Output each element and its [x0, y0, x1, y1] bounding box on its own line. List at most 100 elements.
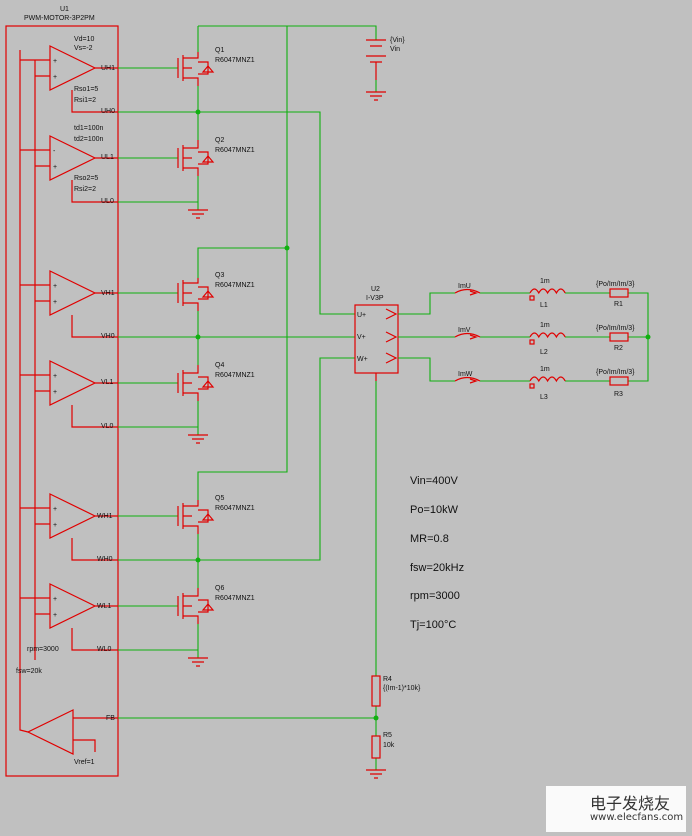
mosfet-q2 [177, 140, 215, 176]
phase-wires [375, 292, 649, 770]
svg-text:R1: R1 [614, 301, 623, 308]
pin-uh0: UH0 [101, 108, 115, 115]
watermark-text: 电子发烧友 [590, 794, 671, 813]
svg-text:Po=10kW: Po=10kW [410, 504, 459, 516]
pin-wl0: WL0 [97, 646, 112, 653]
svg-text:+: + [53, 58, 57, 65]
svg-text:+: + [53, 74, 57, 81]
dc-bus-wires [197, 25, 377, 658]
controller-param: Rsi2=2 [74, 186, 96, 193]
svg-text:fsw=20kHz: fsw=20kHz [410, 562, 464, 574]
controller-fsw: fsw=20k [16, 668, 42, 675]
u2-ref: U2 [371, 286, 380, 293]
svg-text:1m: 1m [540, 366, 550, 373]
opamp-input-leads [19, 50, 96, 752]
ground-icon [366, 91, 386, 101]
mosfet-q3 [177, 278, 215, 311]
svg-text:Q5: Q5 [215, 495, 224, 502]
u2-pin: V+ [357, 334, 366, 341]
divider-resistors[interactable] [366, 675, 386, 779]
pin-ul0: UL0 [101, 198, 114, 205]
controller-rpm: rpm=3000 [27, 646, 59, 653]
junction-dot [195, 557, 201, 563]
svg-text:+: + [53, 283, 57, 290]
mosfet-q6 [177, 588, 215, 624]
svg-text:Q4: Q4 [215, 362, 224, 369]
ground-icon [188, 209, 208, 667]
r5-ref: R5 [383, 732, 392, 739]
load-resistor-labels: {Po/Im/Im/3} R1 {Po/Im/Im/3} R2 {Po/Im/I… [596, 281, 635, 398]
svg-text:Vin=400V: Vin=400V [410, 475, 458, 487]
svg-text:L1: L1 [540, 302, 548, 309]
probe-label: ImV [458, 327, 471, 334]
svg-text:+: + [53, 506, 57, 513]
driver-opamps [26, 45, 97, 755]
svg-text:+: + [53, 299, 57, 306]
svg-text:R6047MNZ1: R6047MNZ1 [215, 282, 255, 289]
svg-text:R3: R3 [614, 391, 623, 398]
watermark-box [546, 786, 686, 832]
opamp-output-leads [71, 67, 118, 719]
probe-label: ImU [458, 283, 471, 290]
controller-param: td1=100n [74, 125, 103, 132]
svg-text:R2: R2 [614, 345, 623, 352]
svg-text:1m: 1m [540, 322, 550, 329]
svg-text:R6047MNZ1: R6047MNZ1 [215, 372, 255, 379]
svg-text:+: + [53, 389, 57, 396]
pin-wh0: WH0 [97, 556, 113, 563]
u2-arrows [375, 308, 398, 381]
controller-param: td2=100n [74, 136, 103, 143]
source-return-wires [118, 111, 376, 719]
svg-text:Tj=100°C: Tj=100°C [410, 619, 456, 631]
vin-source[interactable] [366, 39, 386, 80]
svg-text:MR=0.8: MR=0.8 [410, 533, 449, 545]
spec-notes: Vin=400V Po=10kW MR=0.8 fsw=20kHz rpm=30… [410, 475, 464, 631]
svg-text:R6047MNZ1: R6047MNZ1 [215, 595, 255, 602]
svg-text:R6047MNZ1: R6047MNZ1 [215, 147, 255, 154]
opamp-plus-minus: ++ -+ ++ ++ ++ ++ [53, 58, 57, 619]
svg-text:{Po/Im/Im/3}: {Po/Im/Im/3} [596, 281, 635, 288]
svg-text:+: + [53, 373, 57, 380]
svg-text:L2: L2 [540, 349, 548, 356]
mosfet-labels: Q1 R6047MNZ1 Q2 R6047MNZ1 Q3 R6047MNZ1 Q… [215, 47, 255, 602]
pin-vl1: VL1 [101, 379, 114, 386]
pin-vh1: VH1 [101, 290, 115, 297]
r4-value: {(Im-1)*10k} [383, 685, 421, 692]
svg-text:R6047MNZ1: R6047MNZ1 [215, 57, 255, 64]
svg-text:Q3: Q3 [215, 272, 224, 279]
u2-pin: U+ [357, 312, 366, 319]
r5-value: 10k [383, 742, 395, 749]
probe-label: ImW [458, 371, 473, 378]
controller-param: Vs=-2 [74, 45, 93, 52]
controller-param: Vd=10 [74, 36, 95, 43]
inductor-symbols[interactable] [529, 288, 566, 383]
svg-text:1m: 1m [540, 278, 550, 285]
pin-uh1: UH1 [101, 65, 115, 72]
svg-text:+: + [53, 522, 57, 529]
r4-ref: R4 [383, 676, 392, 683]
mosfet-symbols[interactable] [177, 52, 215, 624]
controller-block[interactable] [5, 25, 119, 777]
svg-text:{Po/Im/Im/3}: {Po/Im/Im/3} [596, 369, 635, 376]
vin-value: {Vin} [390, 37, 405, 44]
current-probes [454, 288, 481, 384]
u2-model: I-V3P [366, 295, 384, 302]
svg-text:Q6: Q6 [215, 585, 224, 592]
svg-text:Q2: Q2 [215, 137, 224, 144]
svg-text:+: + [53, 596, 57, 603]
pin-vl0: VL0 [101, 423, 114, 430]
svg-text:L3: L3 [540, 394, 548, 401]
pin-ul1: UL1 [101, 154, 114, 161]
vin-ref: Vin [390, 46, 400, 53]
svg-text:R6047MNZ1: R6047MNZ1 [215, 505, 255, 512]
inductor-labels: 1m L1 1m L2 1m L3 [540, 278, 550, 401]
controller-vref: Vref=1 [74, 759, 95, 766]
u2-pin: W+ [357, 356, 368, 363]
svg-text:rpm=3000: rpm=3000 [410, 590, 460, 602]
svg-text:+: + [53, 612, 57, 619]
svg-text:+: + [53, 164, 57, 171]
load-resistors[interactable] [529, 288, 629, 389]
junction-dot [195, 109, 201, 115]
